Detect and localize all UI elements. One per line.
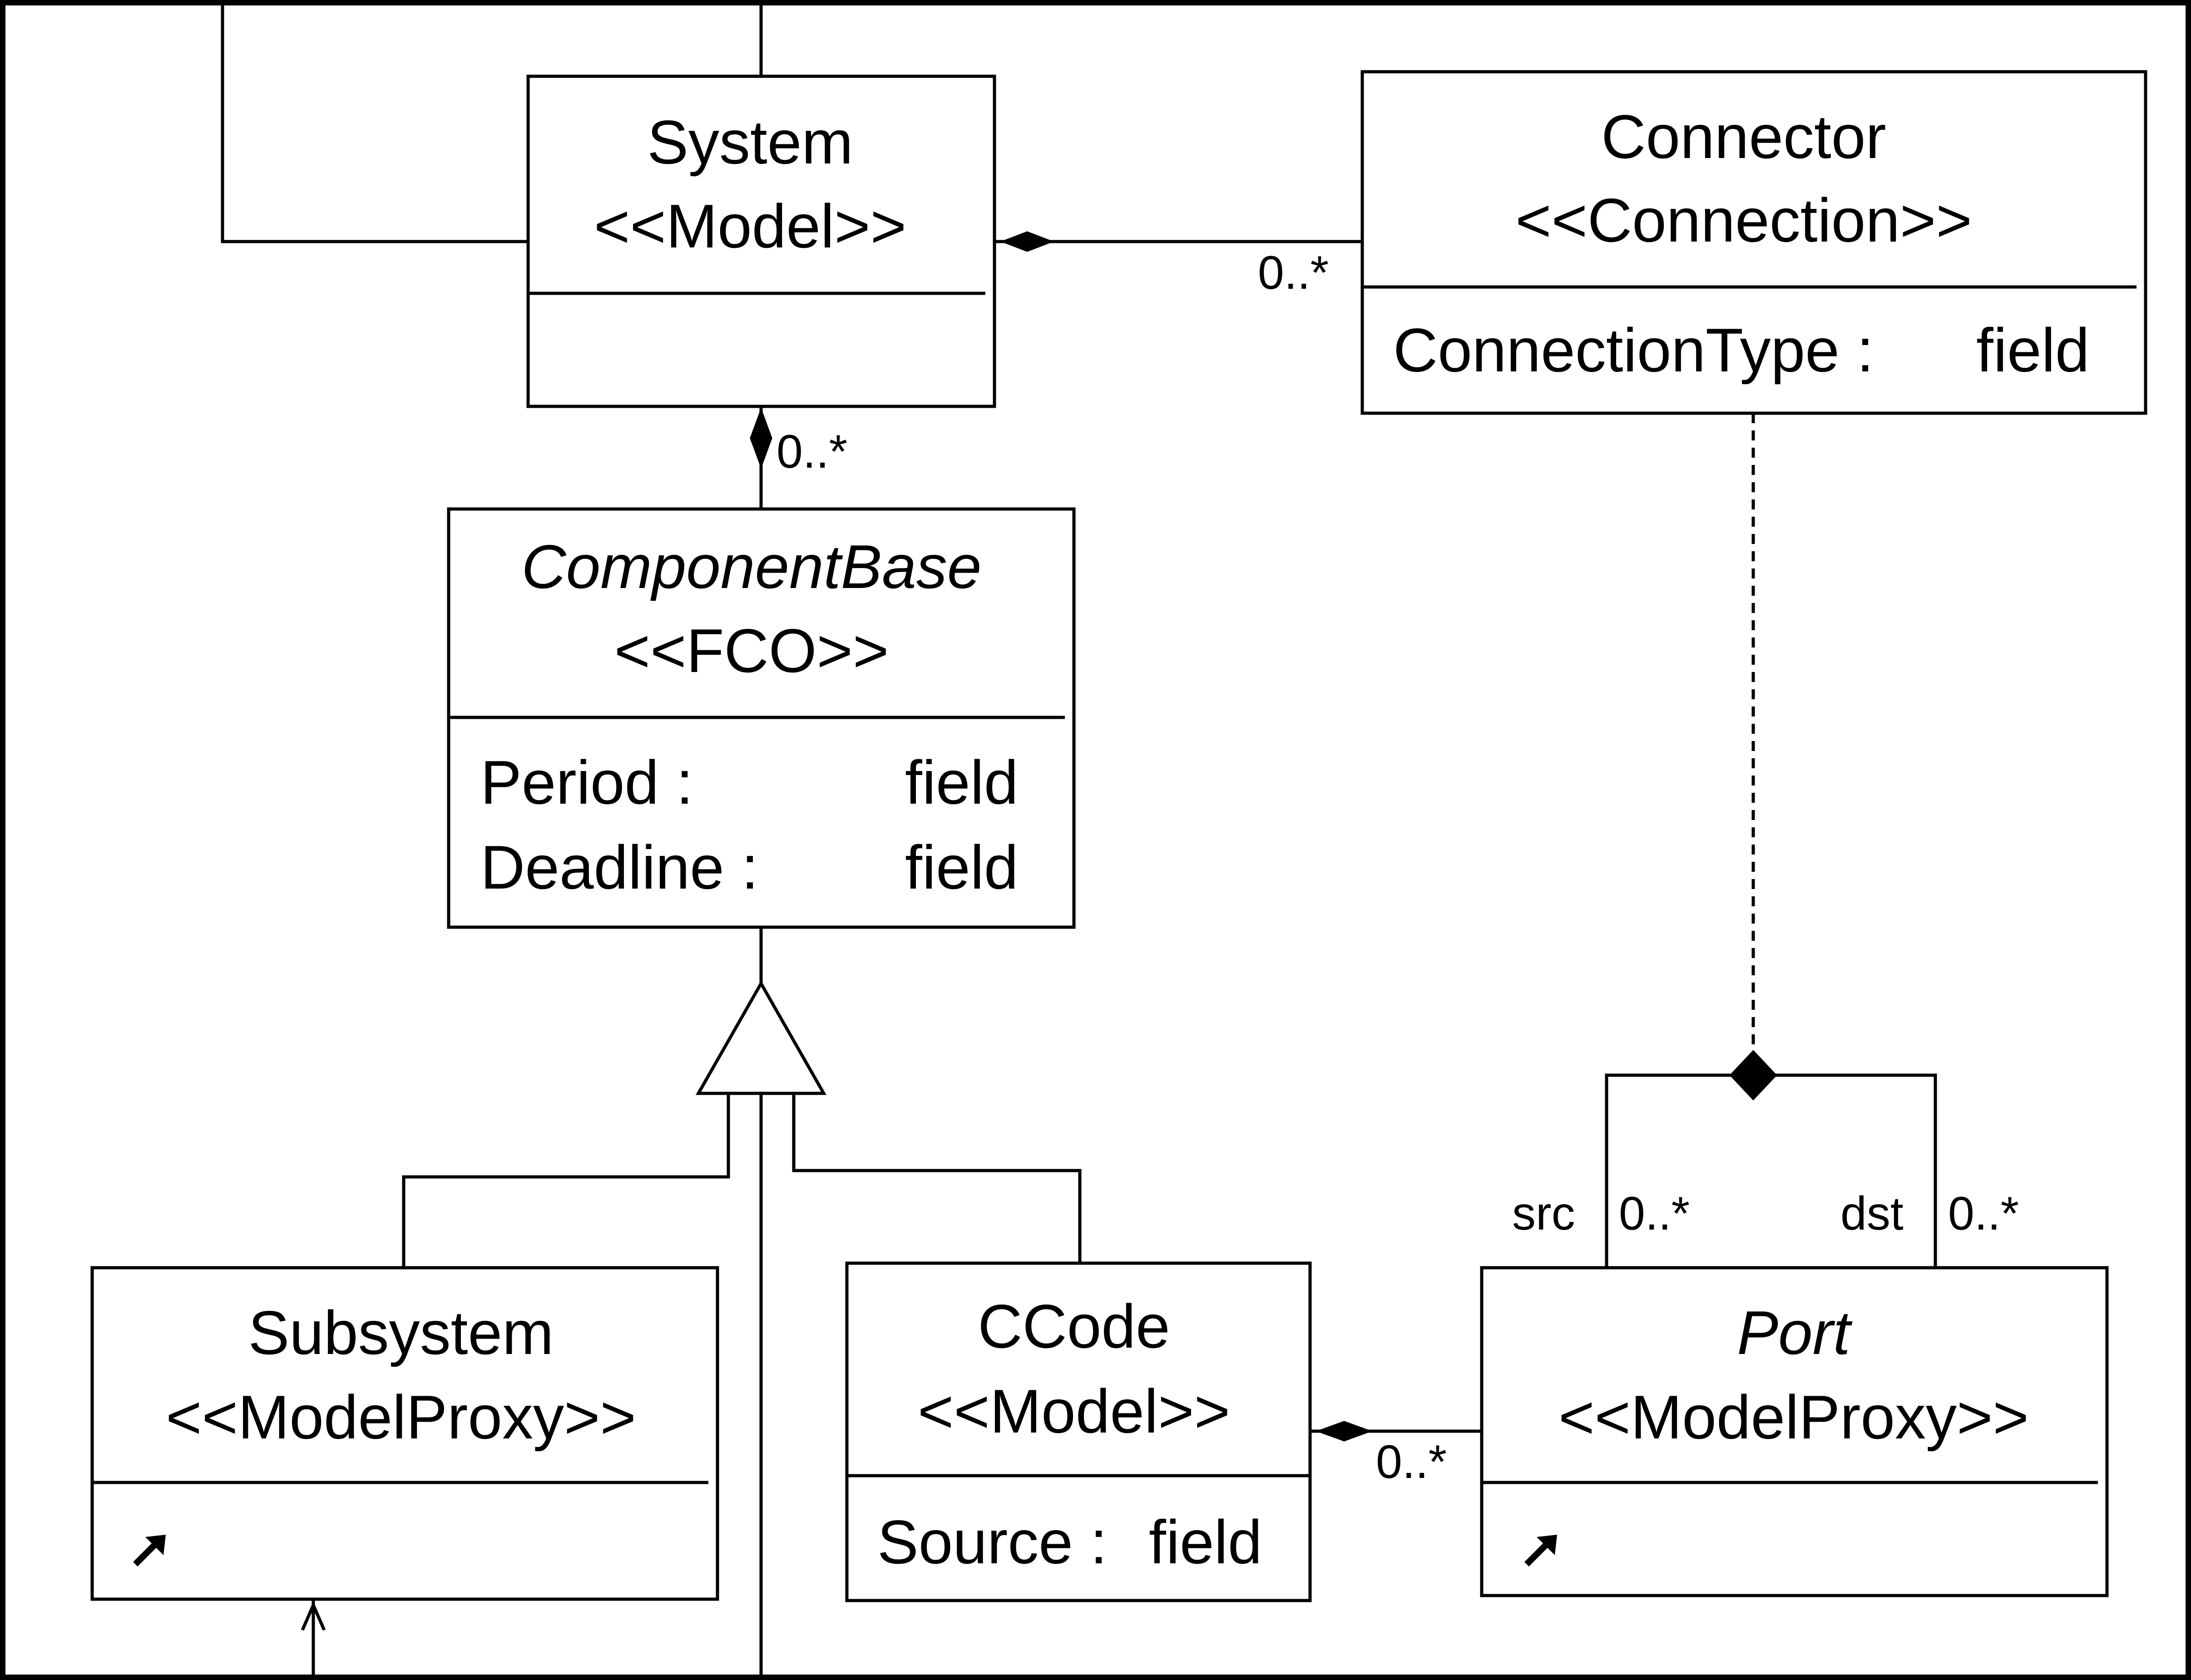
class-stereotype: <<Connection>> xyxy=(1515,186,1972,255)
shortcut-arrow-icon xyxy=(133,1535,166,1566)
role-label-dst: dst xyxy=(1840,1187,1904,1240)
attribute-type: field xyxy=(905,748,1019,817)
class-name: Port xyxy=(1737,1298,1853,1367)
composition-diamond-icon xyxy=(1316,1421,1373,1442)
inheritance-to-subsystem xyxy=(402,1093,730,1268)
class-componentbase[interactable]: ComponentBase <<FCO>> Period : field Dea… xyxy=(447,507,1076,929)
system-left-connection xyxy=(221,5,528,243)
multiplicity-label: 0..* xyxy=(776,425,847,478)
class-stereotype: <<ModelProxy>> xyxy=(166,1383,636,1452)
subsystem-reference-arrow-icon xyxy=(301,1601,326,1631)
class-name: System xyxy=(647,108,853,177)
class-name: CCode xyxy=(978,1292,1170,1361)
class-stereotype: <<Model>> xyxy=(594,192,906,261)
class-stereotype: <<FCO>> xyxy=(614,616,889,685)
attribute-name: Period : xyxy=(480,748,693,817)
class-stereotype: <<Model>> xyxy=(918,1377,1230,1446)
multiplicity-label: 0..* xyxy=(1948,1187,2019,1240)
multiplicity-label: 0..* xyxy=(1619,1187,1690,1240)
class-port[interactable]: Port <<ModelProxy>> xyxy=(1480,1266,2109,1597)
shortcut-arrow-icon xyxy=(1524,1535,1557,1566)
attribute-name: Deadline : xyxy=(480,833,758,902)
inheritance-to-ccode xyxy=(792,1093,1082,1263)
attribute-type: field xyxy=(905,833,1019,902)
generalization-triangle-icon xyxy=(695,980,827,1095)
class-name: Subsystem xyxy=(248,1298,554,1367)
role-label-src: src xyxy=(1512,1187,1575,1240)
class-system[interactable]: System <<Model>> xyxy=(526,74,996,408)
composition-diamond-icon xyxy=(750,407,772,469)
multiplicity-label: 0..* xyxy=(1376,1436,1447,1488)
attribute-name: Source : xyxy=(877,1507,1107,1576)
attribute-type: field xyxy=(1149,1507,1262,1576)
class-subsystem[interactable]: Subsystem <<ModelProxy>> xyxy=(90,1266,719,1601)
class-connector[interactable]: Connector <<Connection>> ConnectionType … xyxy=(1360,70,2147,415)
attribute-name: ConnectionType : xyxy=(1393,316,1874,385)
class-name: ComponentBase xyxy=(521,532,981,601)
class-name: Connector xyxy=(1601,102,1886,171)
class-ccode[interactable]: CCode <<Model>> Source : field xyxy=(845,1261,1312,1602)
composition-diamond-icon xyxy=(1000,231,1054,252)
multiplicity-label: 0..* xyxy=(1258,247,1329,299)
composition-diamond-icon xyxy=(1729,1050,1777,1101)
class-stereotype: <<ModelProxy>> xyxy=(1558,1383,2029,1452)
attribute-type: field xyxy=(1976,316,2090,385)
